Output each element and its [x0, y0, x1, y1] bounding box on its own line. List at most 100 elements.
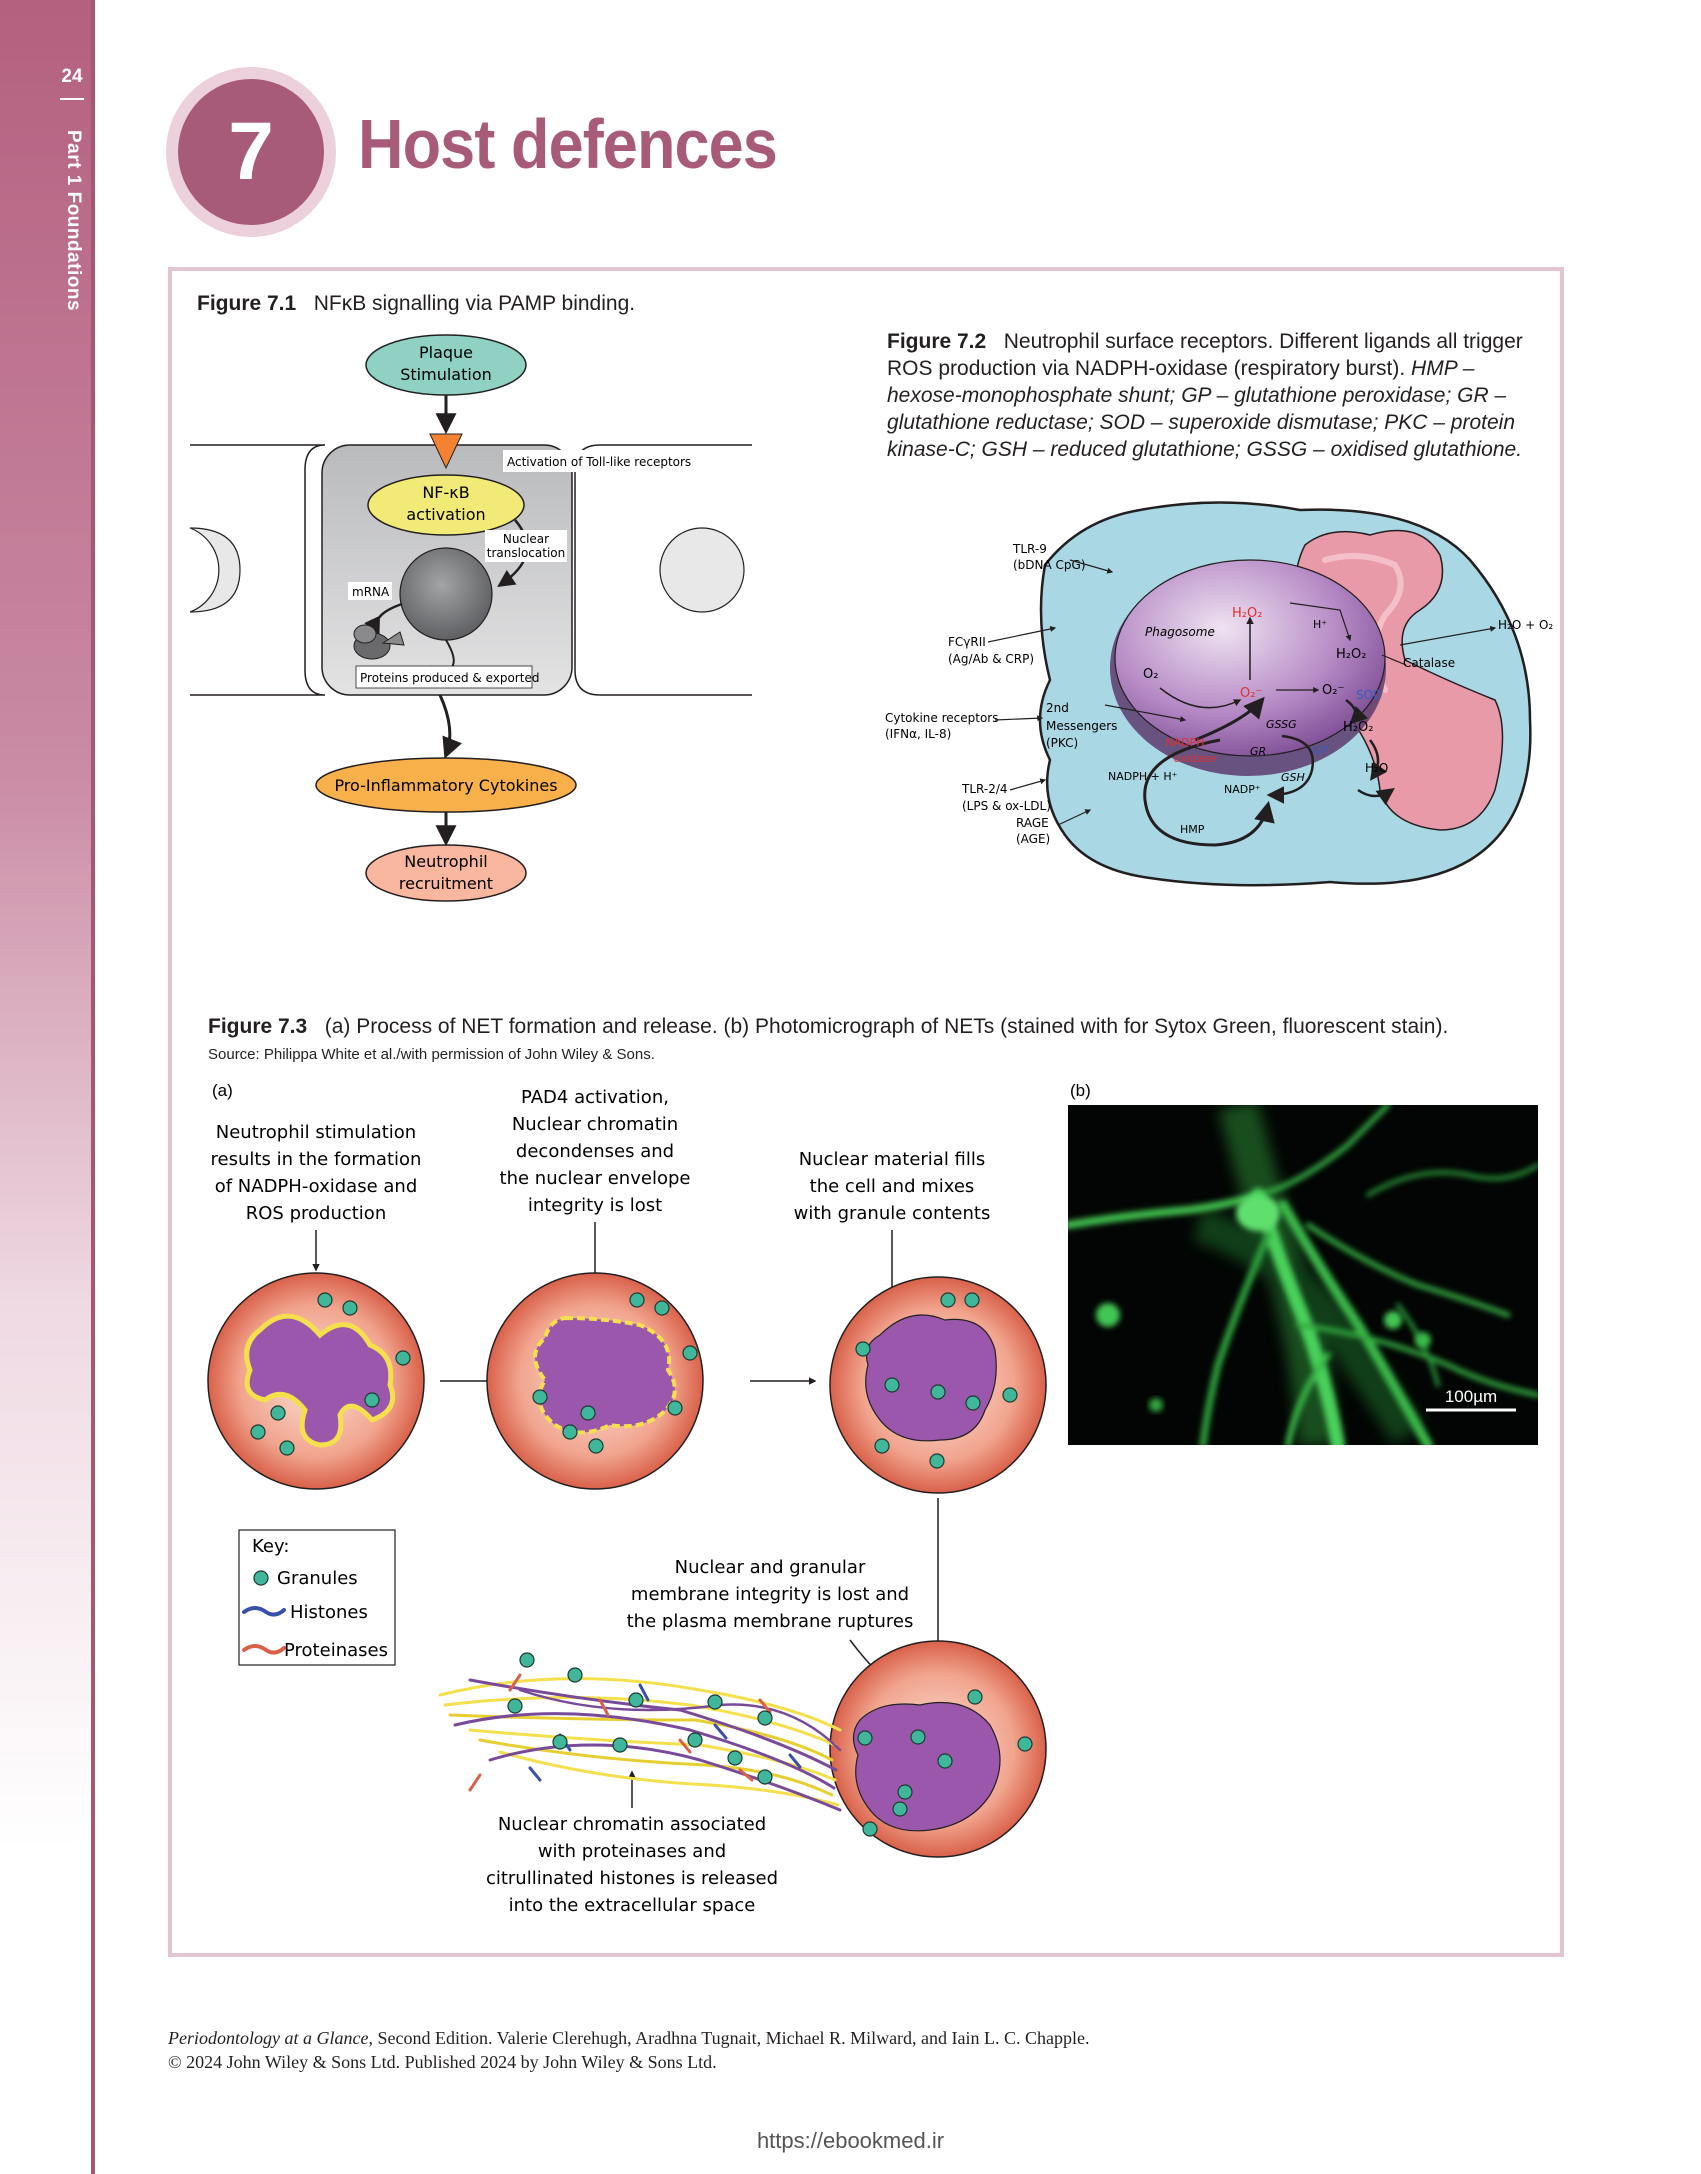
h2o2-b-label: H₂O₂ [1343, 720, 1373, 735]
toll-like-receptor [429, 433, 463, 470]
neutrophil-line2: recruitment [399, 874, 493, 893]
step3-line3: with granule contents [794, 1203, 991, 1224]
fig71-caption: Figure 7.1 NFκB signalling via PAMP bind… [197, 290, 635, 317]
tlr24-line2: (LPS & ox-LDL) [962, 799, 1051, 813]
step1-line2: results in the formation [211, 1149, 422, 1170]
fig71-diagram: Plaque Stimulation Activation of Toll-li… [189, 334, 752, 902]
tlr24-line1: TLR-2/4 [961, 782, 1008, 796]
cell-nucleus [399, 547, 493, 641]
key-granules: Granules [277, 1568, 358, 1589]
toll-label: Activation of Toll-like receptors [507, 455, 691, 469]
rage-line1: RAGE [1016, 816, 1049, 830]
cytokines-label: Pro-Inflammatory Cytokines [334, 776, 557, 795]
cytokine-receptors-line2: (IFNα, IL-8) [885, 727, 951, 741]
cell-step4 [829, 1640, 1047, 1858]
source-url[interactable]: https://ebookmed.ir [756, 2128, 945, 2153]
hmp-label: HMP [1180, 823, 1205, 836]
sod-label: SOD [1356, 688, 1382, 702]
step5-line3: citrullinated histones is released [486, 1868, 778, 1889]
o2-minus-label: O₂⁻ [1322, 683, 1344, 698]
footer-line2: © 2024 John Wiley & Sons Ltd. Published … [168, 2052, 717, 2072]
rage-line2: (AGE) [1016, 832, 1050, 846]
panel-b-label: (b) [1070, 1081, 1091, 1100]
gr-label: GR [1250, 745, 1266, 758]
right-nucleus [659, 527, 745, 613]
step2-line3: decondenses and [516, 1141, 674, 1162]
step2-line4: the nuclear envelope [500, 1168, 691, 1189]
catalase-label: Catalase [1403, 656, 1455, 670]
step4-line3: the plasma membrane ruptures [627, 1611, 914, 1632]
tlr9-line2: (bDNA CpG) [1013, 558, 1086, 572]
key-box [238, 1529, 396, 1666]
fig73-diagram: (a) Neutrophil stimulation results in th… [207, 1081, 1091, 1916]
copyright-footer: Periodontology at a Glance, Second Editi… [168, 2026, 1090, 2074]
step4-line1: Nuclear and granular [675, 1557, 866, 1578]
fig73-caption: Figure 7.3 (a) Process of NET formation … [208, 1013, 1548, 1040]
step3-line1: Nuclear material fills [799, 1149, 986, 1170]
chapter-title: Host defences [358, 105, 778, 183]
scale-bar-label: 100µm [1445, 1387, 1497, 1406]
nadph-oxidase-line2: oxidase [1174, 752, 1217, 765]
step5-line4: into the extracellular space [509, 1895, 756, 1916]
nadph-oxidase-line1: NADPH [1165, 736, 1204, 749]
o2-label: O₂ [1143, 667, 1158, 682]
neutrophil-ellipse [365, 844, 527, 902]
fig72-label: Figure 7.2 [887, 330, 987, 353]
fig72-diagram: Phagosome H₂O₂ O₂ O₂⁻ NADPH oxidase NADP… [885, 501, 1553, 887]
step5-line1: Nuclear chromatin associated [498, 1814, 766, 1835]
net-strands [438, 1652, 842, 1812]
nfkb-line1: NF-κB [422, 483, 469, 502]
fig72-caption-lead: Neutrophil surface receptors. Different … [887, 330, 1523, 380]
right-neighbour-cell [574, 444, 752, 696]
h2o2-in-label: H₂O₂ [1232, 606, 1262, 621]
granule-icon [253, 1570, 269, 1586]
proteinase-icon [242, 1644, 286, 1655]
nuclear-translocation-line2: translocation [487, 546, 565, 560]
second-messengers-line2: Messengers [1046, 719, 1117, 733]
step4-line2: membrane integrity is lost and [631, 1584, 909, 1605]
step1-line4: ROS production [246, 1203, 386, 1224]
h2o-label: H₂O [1365, 761, 1388, 775]
mrna-label: mRNA [352, 585, 390, 599]
chapter-number: 7 [178, 79, 324, 225]
fig72-caption-abbreviations: HMP – hexose-monophosphate shunt; GP – g… [887, 357, 1523, 461]
book-title: Periodontology at a Glance [168, 2028, 369, 2048]
fig72-caption: Figure 7.2 Neutrophil surface receptors.… [887, 328, 1527, 463]
phagosome-label: Phagosome [1145, 625, 1215, 639]
side-band [0, 0, 93, 2174]
step1-line1: Neutrophil stimulation [216, 1122, 416, 1143]
cell-step1 [207, 1272, 425, 1490]
page-number: 24 [61, 66, 83, 87]
key-proteinases: Proteinases [284, 1640, 388, 1661]
page-number-rule [60, 98, 84, 100]
fig71-caption-text: NFκB signalling via PAMP binding. [313, 292, 636, 315]
proteins-label: Proteins produced & exported [360, 671, 539, 685]
cell-step2 [486, 1272, 704, 1490]
nadph-h-label: NADPH + H⁺ [1108, 770, 1178, 783]
cytokine-receptors-line1: Cytokine receptors [885, 711, 999, 725]
step2-line2: Nuclear chromatin [512, 1114, 678, 1135]
nadp-label: NADP⁺ [1224, 783, 1261, 796]
micrograph-svg: 100µm [1068, 1105, 1538, 1445]
h-plus-label: H⁺ [1313, 618, 1327, 631]
key-histones: Histones [290, 1602, 368, 1623]
left-nucleus [189, 527, 241, 613]
histone-icon [242, 1606, 286, 1617]
step2-line5: integrity is lost [528, 1195, 662, 1216]
key-title: Key: [252, 1536, 289, 1557]
step3-line2: the cell and mixes [810, 1176, 975, 1197]
net-photomicrograph: 100µm [1068, 1105, 1538, 1445]
fig73-caption-text: (a) Process of NET formation and release… [324, 1015, 1449, 1038]
fig73-label: Figure 7.3 [208, 1015, 308, 1038]
plaque-line2: Stimulation [400, 365, 492, 384]
step1-line3: of NADPH-oxidase and [215, 1176, 418, 1197]
fcyrii-line1: FCγRII [948, 635, 986, 649]
h2o2-a-label: H₂O₂ [1336, 647, 1366, 662]
gssg-label: GSSG [1266, 718, 1297, 731]
panel-a-label: (a) [212, 1081, 233, 1100]
neutrophil-line1: Neutrophil [404, 852, 487, 871]
chapter-badge: 7 [166, 67, 336, 237]
fig73-source: Source: Philippa White et al./with permi… [208, 1046, 655, 1063]
gp-label: GP [1313, 744, 1329, 757]
